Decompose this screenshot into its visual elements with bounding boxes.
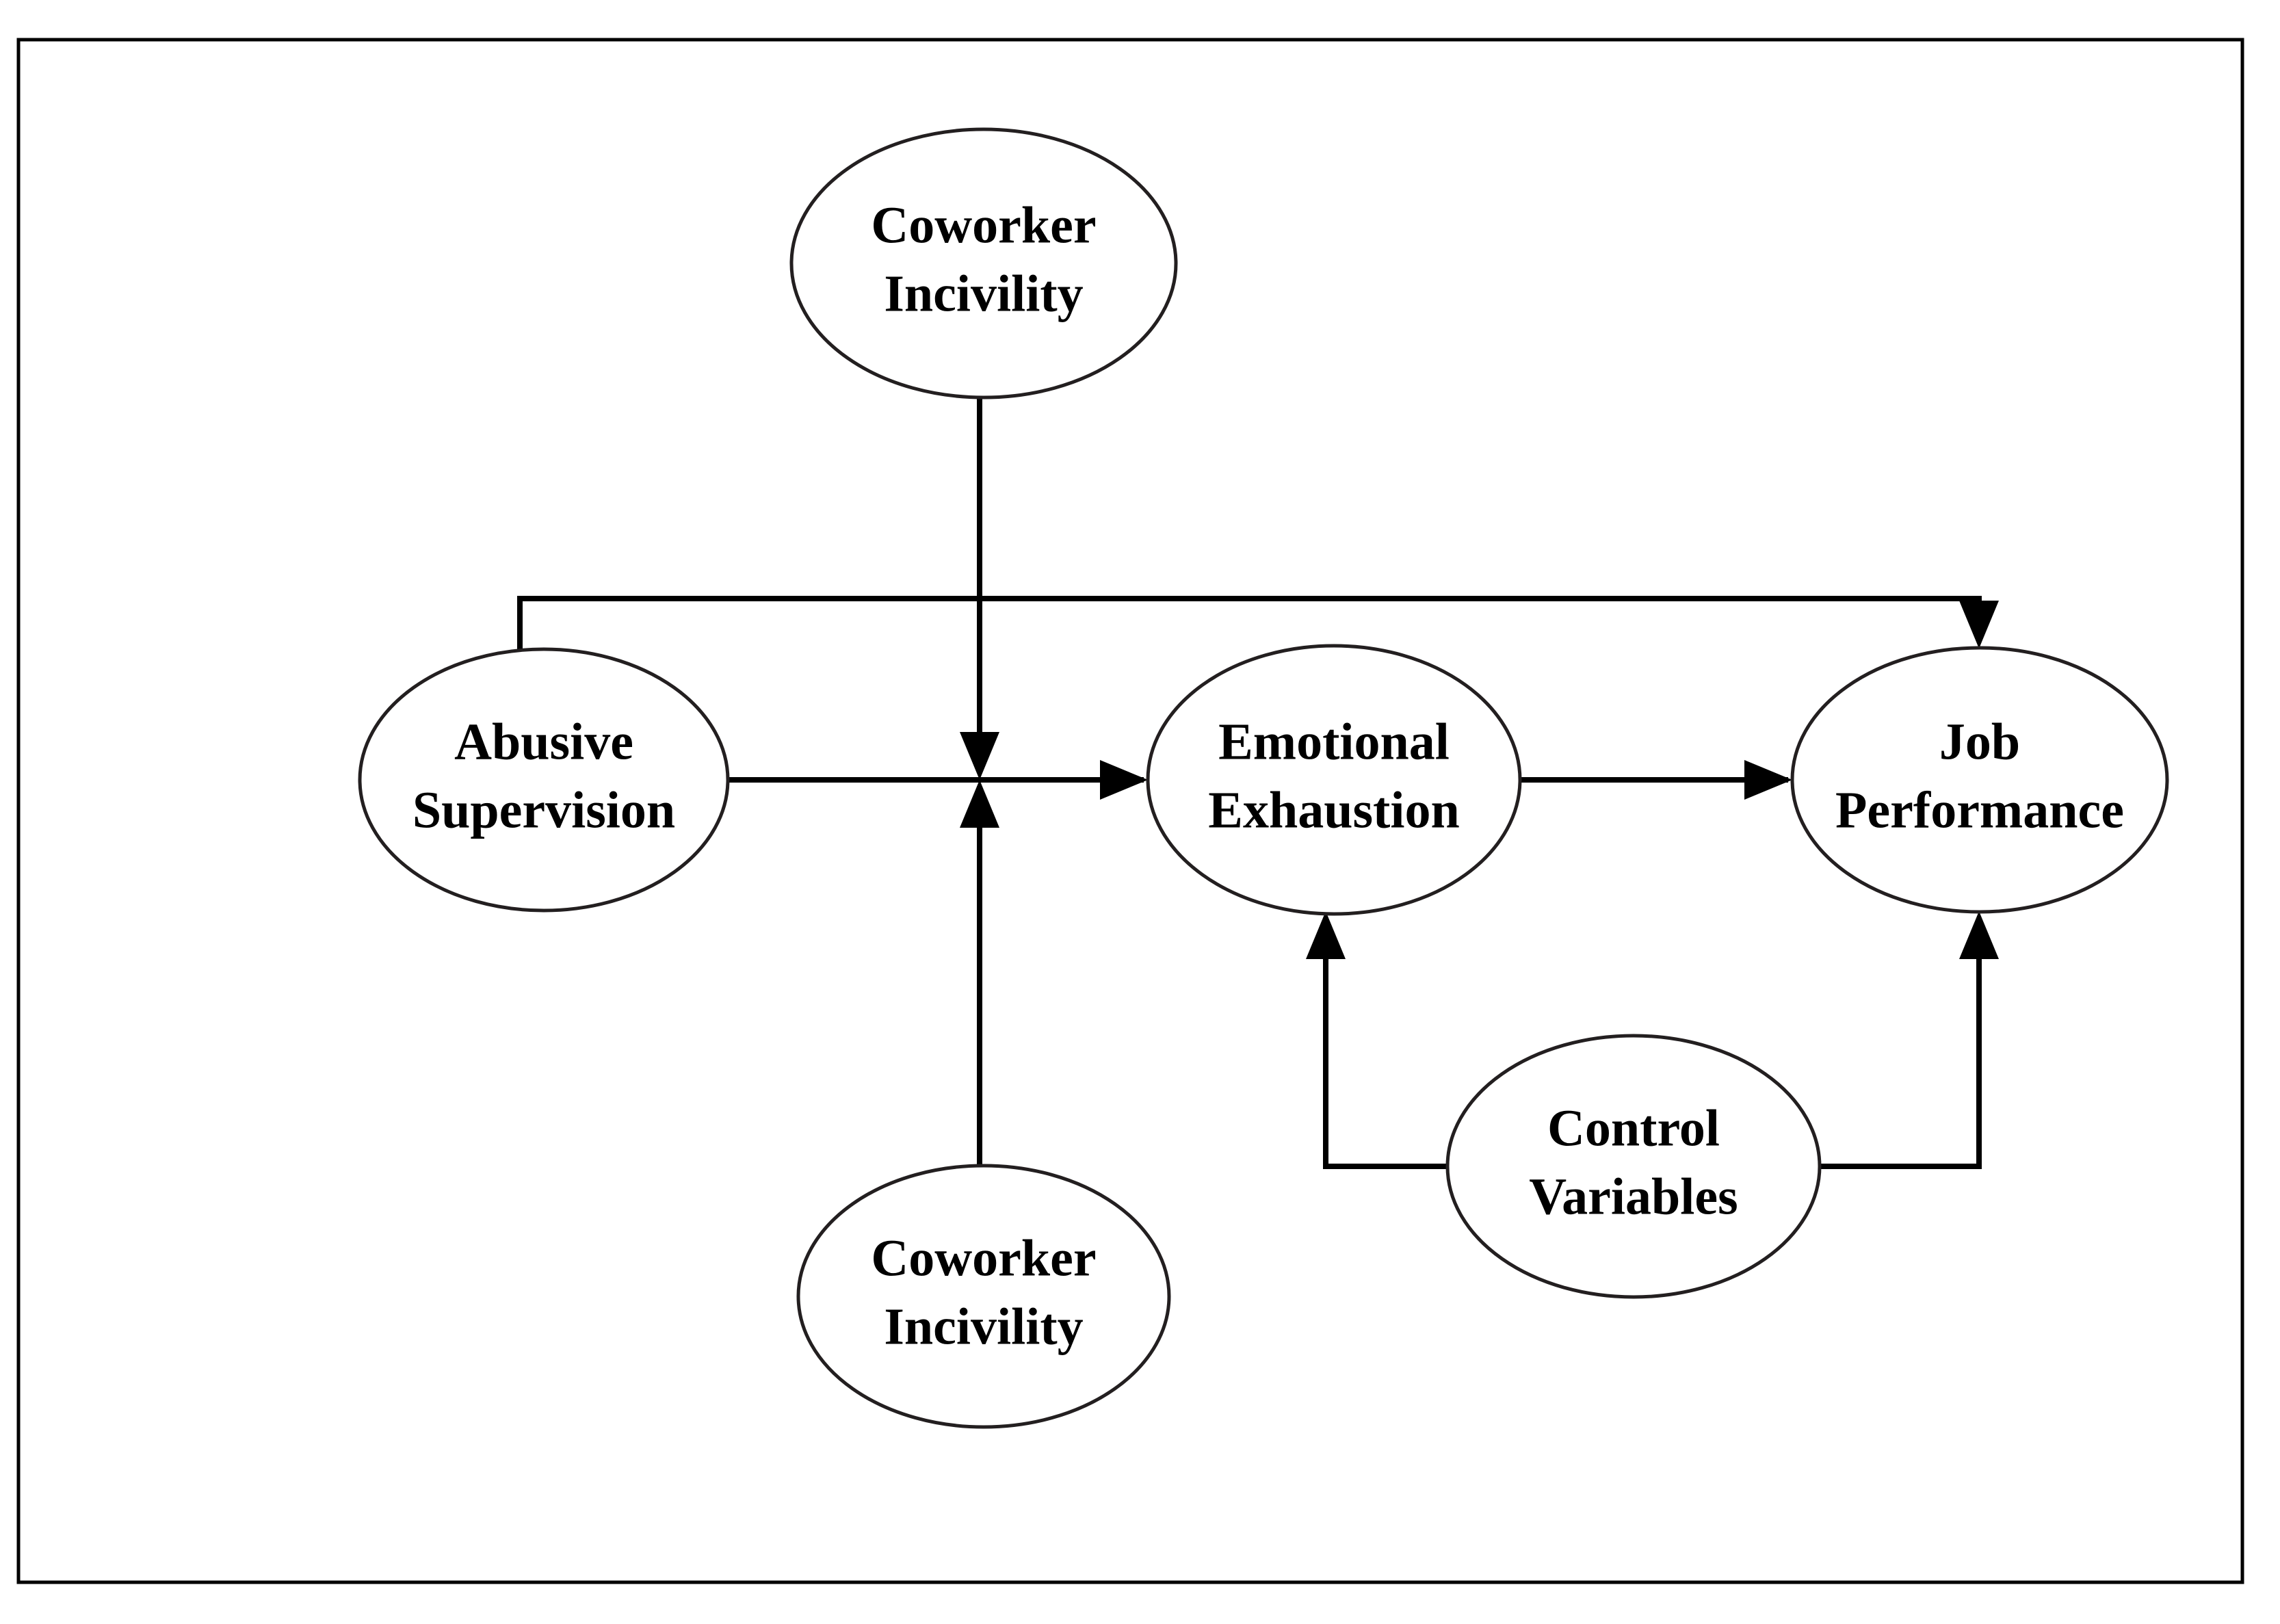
node-label-line-2: Exhaustion [1208,781,1460,839]
nodes-layer: CoworkerIncivilityAbusiveSupervisionEmot… [358,127,2169,1429]
link-control-variables-to-job-performance [1820,911,1999,1169]
arrow-head-icon [1100,760,1148,800]
node-ellipse-shape[interactable] [358,647,730,913]
node-label-line-1: Control [1547,1099,1720,1157]
node-label-line-1: Coworker [871,1229,1096,1287]
arrow-head-icon [1306,911,1346,959]
link-line [1323,941,1448,1169]
node-label-line-2: Incivility [884,1298,1083,1355]
link-line [517,596,1982,649]
node-label-line-1: Job [1939,713,2020,770]
link-emotional-exhaustion-to-job-performance [1520,760,1792,800]
node-label-line-1: Abusive [454,713,633,770]
arrow-head-icon [1959,601,1999,649]
node-label-line-2: Supervision [412,781,675,839]
node-label-line-2: Incivility [884,265,1083,322]
link-abusive-supervision-to-job-performance [517,596,1999,649]
node-ellipse-shape[interactable] [1790,646,2169,914]
link-coworker-incivility-bottom-moderates-as-ee [960,780,999,1166]
figure-border [16,38,2244,1584]
node-label-line-1: Coworker [871,196,1096,254]
arrow-head-icon [1959,911,1999,959]
node-label-line-1: Emotional [1218,713,1450,770]
link-line [1820,941,1982,1169]
arrow-head-icon [960,732,999,780]
node-ellipse-shape[interactable] [1146,644,1522,916]
link-coworker-incivility-top-moderates-as-ee [960,397,999,780]
links-layer [517,397,1999,1169]
node-ellipse-shape[interactable] [796,1164,1171,1429]
node-ellipse-shape[interactable] [789,127,1178,400]
arrow-head-icon [960,780,999,828]
link-control-variables-to-emotional-exhaustion [1306,911,1448,1169]
link-abusive-supervision-to-emotional-exhaustion [726,760,1148,800]
node-label-line-2: Performance [1835,781,2124,839]
node-label-line-2: Variables [1529,1168,1738,1225]
arrow-head-icon [1744,760,1792,800]
node-ellipse-shape[interactable] [1445,1034,1822,1299]
